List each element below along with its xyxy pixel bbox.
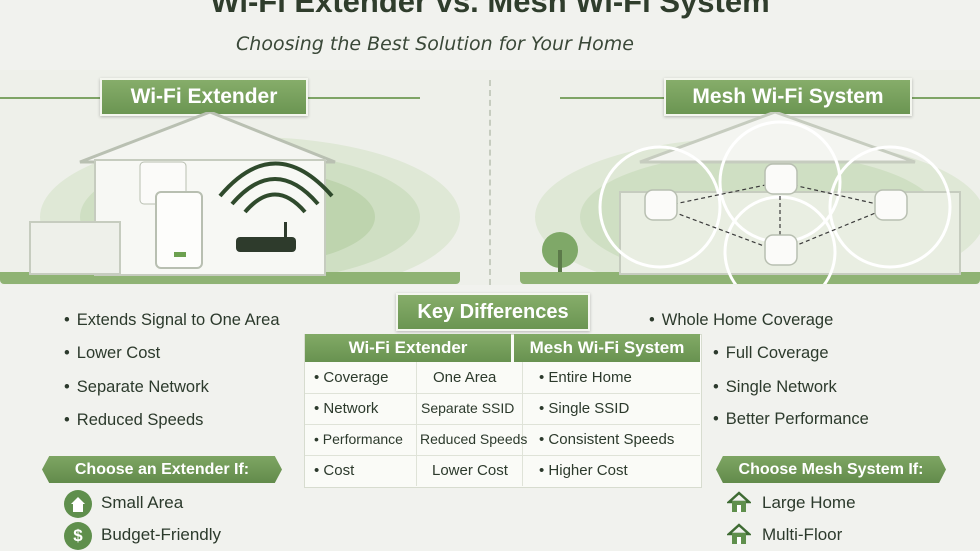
home-icon	[727, 491, 751, 512]
extender-banner: Wi-Fi Extender	[100, 78, 308, 116]
table-header-mesh: Mesh Wi-Fi System	[514, 334, 700, 362]
mesh-bullet: •Single Network	[713, 378, 837, 396]
choose-mesh-item: Large Home	[762, 493, 856, 512]
table-row-divider	[305, 393, 700, 394]
table-cell-mesh: • Consistent Speeds	[539, 431, 675, 448]
table-cell-extender: Separate SSID	[421, 400, 515, 416]
table-cell-feature: • Network	[314, 400, 379, 417]
choose-mesh-item: Multi-Floor	[762, 525, 843, 544]
table-row-divider	[305, 424, 700, 425]
table-cell-mesh: • Entire Home	[539, 369, 632, 386]
mesh-bullet: •Full Coverage	[713, 344, 829, 362]
page-subtitle: Choosing the Best Solution for Your Home	[236, 33, 634, 55]
table-cell-feature: • Cost	[314, 462, 355, 479]
table-cell-mesh: • Higher Cost	[539, 462, 628, 479]
extender-bullet: •Lower Cost	[64, 344, 161, 362]
table-cell-feature: • Coverage	[314, 369, 389, 386]
mesh-bullet: •Whole Home Coverage	[649, 311, 834, 329]
mesh-bullet: •Better Performance	[713, 410, 869, 428]
choose-mesh-banner: Choose Mesh System If:	[716, 456, 946, 483]
table-cell-extender: Reduced Speeds	[420, 431, 528, 447]
table-cell-extender: One Area	[433, 369, 497, 386]
choose-extender-banner: Choose an Extender If:	[42, 456, 282, 483]
choose-extender-item: Budget-Friendly	[101, 525, 222, 544]
choose-extender-item: Small Area	[101, 493, 184, 512]
key-differences-title: Key Differences	[396, 293, 590, 331]
home-icon	[727, 523, 751, 544]
section-divider	[489, 80, 491, 285]
mesh-house-illustration	[520, 112, 980, 284]
table-cell-feature: • Performance	[314, 431, 403, 447]
table-cell-extender: Lower Cost	[432, 462, 508, 479]
table-row-divider	[305, 455, 700, 456]
home-icon	[64, 490, 92, 518]
table-cell-mesh: • Single SSID	[539, 400, 630, 417]
page-title: Wi-Fi Extender vs. Mesh Wi-Fi System	[210, 0, 770, 19]
dollar-icon: $	[64, 522, 92, 550]
extender-house-illustration	[0, 112, 460, 284]
table-header-extender: Wi-Fi Extender	[305, 334, 511, 362]
extender-bullet: •Reduced Speeds	[64, 411, 204, 429]
extender-bullet: •Extends Signal to One Area	[64, 311, 280, 329]
mesh-banner: Mesh Wi-Fi System	[664, 78, 912, 116]
extender-bullet: •Separate Network	[64, 378, 209, 396]
